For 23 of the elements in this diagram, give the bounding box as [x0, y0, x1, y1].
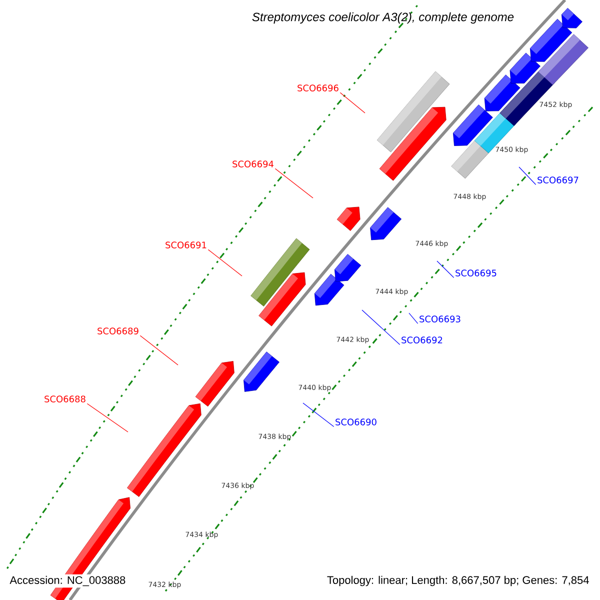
leader-line	[140, 335, 178, 366]
gene-label: SCO6693	[420, 316, 460, 322]
leader-line	[274, 168, 314, 198]
leader-line	[86, 403, 128, 432]
gene-label: SCO6691	[166, 242, 206, 248]
leader-line	[408, 312, 418, 324]
map-title: Streptomyces coelicolor A3(2), complete genome	[252, 12, 514, 24]
gene-label: SCO6692	[402, 336, 442, 344]
leader-line	[302, 402, 334, 427]
gene-label: SCO6690	[336, 418, 376, 426]
gene-label: SCO6695	[456, 270, 496, 276]
leader-line	[518, 166, 536, 185]
leader-line	[436, 260, 454, 278]
map-info-text: Topology: linear; Length: 8,667,507 bp; Genes: 7,854	[325, 574, 591, 588]
gene-label: SCO6696	[298, 84, 338, 92]
leader-line	[208, 249, 242, 276]
gene-label: SCO6688	[44, 396, 86, 402]
gene-label: SCO6694	[232, 160, 274, 168]
leader-line	[362, 310, 400, 345]
gene-label: SCO6697	[538, 176, 578, 184]
leader-line	[340, 92, 366, 114]
map-info-text: Accession: NC_003888	[8, 574, 128, 588]
gene-label: SCO6689	[98, 328, 138, 334]
